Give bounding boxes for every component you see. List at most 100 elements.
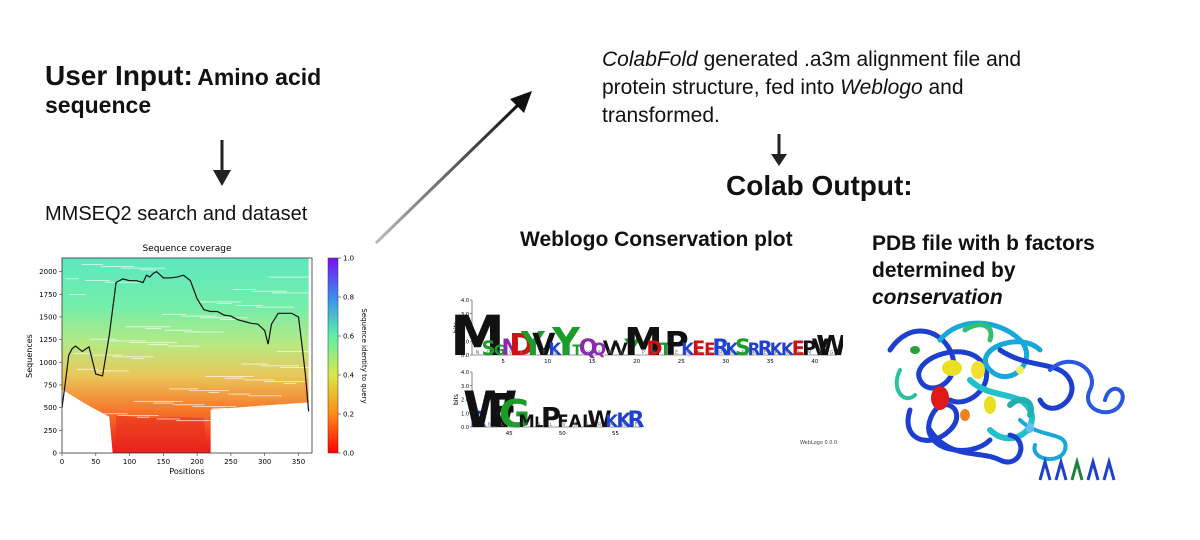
colabfold-text1: generated .a3m alignment file and	[697, 48, 1022, 71]
logo-letter-minor: Q	[553, 350, 557, 356]
coverage-xlabel: Positions	[169, 467, 204, 476]
logo-letter-minor: K	[574, 422, 578, 428]
logo-letter-minor: G	[830, 350, 834, 356]
y-tick-label: 1000	[39, 359, 57, 367]
logo-letter-minor: D	[487, 350, 491, 356]
logo-letter: M	[450, 304, 505, 368]
logo-letter-minor: K	[752, 350, 756, 356]
alignment-gap-streak	[260, 365, 300, 367]
logo-letter: M	[624, 320, 662, 365]
alignment-gap-streak	[137, 416, 150, 418]
alignment-gap-streak	[192, 406, 236, 407]
logo-letter: Y	[623, 336, 641, 361]
alignment-gap-streak	[268, 276, 312, 278]
logo-letter-minor: V	[786, 350, 790, 356]
logo-letter: S	[735, 336, 751, 361]
logo-letter: S	[482, 337, 496, 360]
mmseq-label: MMSEQ2 search and dataset	[45, 203, 308, 225]
logo-letter-minor: W	[561, 422, 566, 428]
logo-letter: L	[534, 415, 543, 431]
alignment-gap-streak	[224, 377, 244, 379]
logo-letter: F	[486, 385, 518, 439]
y-tick-label: 500	[44, 404, 57, 412]
alignment-gap-streak	[132, 358, 144, 359]
logo-letter: Q	[592, 340, 606, 359]
alignment-gap-streak	[220, 319, 239, 320]
logo-letter-minor: Q	[564, 350, 568, 356]
logo-letter-minor: W	[621, 422, 626, 428]
alignment-gap-streak	[189, 390, 229, 392]
logo-letter-minor: M	[488, 422, 492, 428]
logo-letter-minor: A	[537, 422, 541, 428]
x-tick-label: 150	[157, 458, 170, 466]
alignment-gap-streak	[133, 400, 183, 402]
alignment-gap-streak	[228, 393, 251, 395]
alignment-gap-streak	[216, 303, 232, 305]
logo-letter-minor: K	[586, 422, 590, 428]
user-input-line2: sequence	[45, 92, 152, 118]
logo-letter-minor: G	[476, 422, 480, 428]
logo-letter-minor: T	[541, 350, 546, 356]
colabfold-text3: transformed.	[602, 104, 720, 127]
logo-letter-minor: R	[598, 422, 602, 428]
alignment-gap-streak	[205, 376, 254, 377]
y-tick-label: 250	[44, 427, 57, 435]
logo-letter-minor: P	[775, 350, 778, 356]
logo-letter: K	[781, 340, 795, 359]
logo-letter: Q	[579, 336, 598, 361]
colorbar-tick-label: 0.2	[343, 411, 354, 419]
alignment-gap-streak	[96, 370, 129, 372]
logo-letter-minor: V	[575, 350, 579, 356]
alignment-gap-streak	[104, 281, 142, 283]
alignment-gap-streak	[232, 289, 256, 290]
colorbar-tick-label: 0.0	[343, 450, 354, 458]
logo-ylabel: bits	[453, 322, 460, 333]
alignment-gap-streak	[172, 404, 205, 406]
logo-x-tick-label: 40	[811, 359, 818, 365]
logo-letter: D	[647, 337, 663, 360]
colorbar-tick-label: 0.4	[343, 372, 355, 380]
logo-y-tick-label: 4.0	[461, 298, 469, 304]
logo-letter-minor: R	[610, 422, 614, 428]
alignment-gap-streak	[65, 278, 79, 280]
logo-letter: V	[615, 340, 628, 359]
alignment-gap-streak	[164, 329, 193, 331]
alignment-gap-streak	[145, 328, 162, 329]
pdb-description: PDB file with b factors determined by co…	[872, 230, 1095, 311]
alignment-gap-streak	[283, 382, 297, 384]
alignment-gap-streak	[156, 418, 181, 420]
logo-letter-minor: V	[586, 350, 590, 356]
logo-letter-minor: S	[708, 350, 711, 356]
coverage-line	[62, 270, 310, 412]
logo-letter: K	[770, 340, 784, 359]
logo-letter-minor: S	[819, 350, 822, 356]
alignment-gap-streak	[169, 388, 198, 390]
logo-letter-minor: K	[697, 350, 701, 356]
x-tick-label: 0	[60, 458, 64, 466]
alignment-gap-streak	[212, 407, 227, 409]
logo-x-tick-label: 10	[544, 359, 551, 365]
alignment-gap-streak	[120, 267, 166, 269]
logo-letter: K	[681, 340, 695, 359]
colab-output-heading: Colab Output:	[726, 170, 913, 201]
logo-letter: T	[572, 343, 582, 359]
logo-letter-minor: D	[619, 350, 623, 356]
logo-x-tick-label: 50	[559, 431, 566, 437]
alignment-gap-streak	[84, 280, 110, 281]
logo-letter: R	[748, 340, 761, 359]
logo-letter-minor: R	[686, 350, 690, 356]
colabfold-text2a: protein structure, fed into	[602, 76, 841, 99]
logo-letter-minor: P	[642, 350, 645, 356]
logo-letter: R	[712, 336, 729, 361]
logo-x-tick-label: 45	[506, 431, 513, 437]
weblogo-italic: Weblogo	[840, 76, 923, 99]
logo-x-tick-label: 5	[501, 359, 505, 365]
alignment-gap-streak	[280, 367, 312, 368]
logo-letter-minor: K	[520, 350, 524, 356]
logo-letter-minor: R	[730, 350, 734, 356]
logo-letter: K	[616, 409, 632, 432]
alignment-gap-streak	[208, 391, 220, 393]
colorbar-tick-label: 1.0	[343, 255, 354, 263]
weblogo-credit: WebLogo 0.0.0	[800, 440, 837, 446]
logo-letter: K	[605, 412, 619, 431]
